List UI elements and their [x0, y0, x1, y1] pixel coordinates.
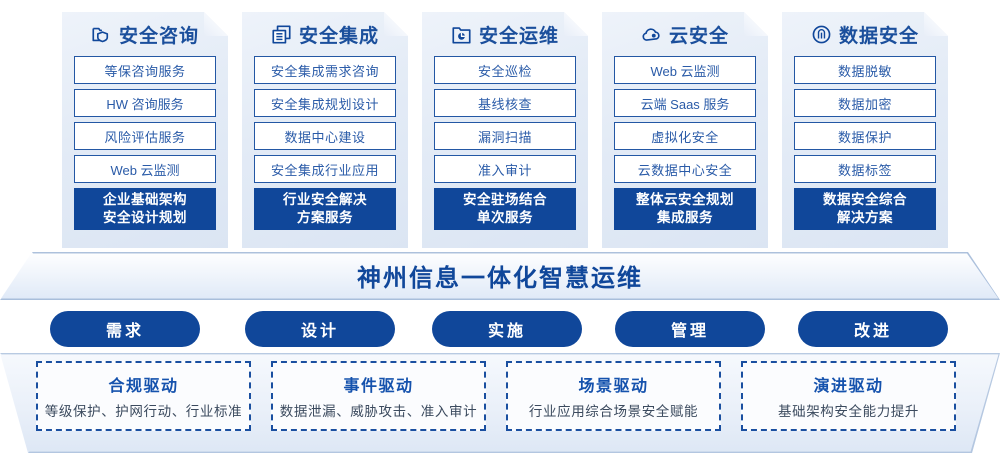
capability-highlight[interactable]: 数据安全综合 解决方案 — [794, 188, 936, 230]
highlight-line-1: 数据安全综合 — [823, 192, 907, 207]
capability-item[interactable]: 基线核查 — [434, 89, 576, 117]
cloud-icon — [641, 24, 662, 45]
capability-item[interactable]: 虚拟化安全 — [614, 122, 756, 150]
capability-highlight[interactable]: 整体云安全规划 集成服务 — [614, 188, 756, 230]
driver-panel: 合规驱动 等级保护、护网行动、行业标准 事件驱动 数据泄漏、威胁攻击、准入审计 … — [0, 353, 1000, 453]
capability-column-cloud-security[interactable]: 云安全 Web 云监测 云端 Saas 服务 虚拟化安全 云数据中心安全 整体云… — [602, 12, 768, 248]
driver-title: 演进驱动 — [813, 378, 884, 395]
capability-item[interactable]: 安全巡检 — [434, 56, 576, 84]
phase-pill-improvement[interactable]: 改进 — [798, 311, 948, 347]
column-title: 安全集成 — [298, 25, 379, 47]
banner-shape — [0, 252, 1000, 300]
highlight-line-1: 整体云安全规划 — [636, 192, 734, 207]
capability-item[interactable]: 数据标签 — [794, 155, 936, 183]
driver-subtitle: 行业应用综合场景安全赋能 — [528, 404, 699, 419]
column-title: 云安全 — [668, 25, 729, 47]
fingerprint-icon — [811, 24, 832, 45]
capability-highlight[interactable]: 行业安全解决 方案服务 — [254, 188, 396, 230]
capability-item[interactable]: 数据中心建设 — [254, 122, 396, 150]
column-header: 云安全 — [614, 12, 756, 56]
capability-item[interactable]: 云数据中心安全 — [614, 155, 756, 183]
column-title: 安全运维 — [478, 25, 559, 47]
driver-card-compliance[interactable]: 合规驱动 等级保护、护网行动、行业标准 — [36, 361, 251, 431]
highlight-line-2: 解决方案 — [837, 210, 893, 225]
phase-pill-management[interactable]: 管理 — [615, 311, 765, 347]
capability-column-data-security[interactable]: 数据安全 数据脱敏 数据加密 数据保护 数据标签 数据安全综合 解决方案 — [782, 12, 948, 248]
folder-shield-icon — [91, 24, 112, 45]
capability-item[interactable]: 准入审计 — [434, 155, 576, 183]
driver-card-scenario[interactable]: 场景驱动 行业应用综合场景安全赋能 — [506, 361, 721, 431]
capability-highlight[interactable]: 企业基础架构 安全设计规划 — [74, 188, 216, 230]
capability-item[interactable]: 安全集成需求咨询 — [254, 56, 396, 84]
driver-title: 场景驱动 — [578, 378, 649, 395]
highlight-line-1: 企业基础架构 — [103, 192, 187, 207]
column-header: 安全集成 — [254, 12, 396, 56]
capability-item[interactable]: 数据保护 — [794, 122, 936, 150]
phase-pill-requirements[interactable]: 需求 — [50, 311, 200, 347]
lifecycle-phases: 需求 设计 实施 管理 改进 — [0, 311, 1000, 347]
driver-subtitle: 基础架构安全能力提升 — [778, 404, 919, 419]
driver-title: 事件驱动 — [343, 378, 414, 395]
capability-highlight[interactable]: 安全驻场结合 单次服务 — [434, 188, 576, 230]
highlight-line-2: 集成服务 — [657, 210, 713, 225]
folder-chart-icon — [451, 24, 472, 45]
capability-item[interactable]: HW 咨询服务 — [74, 89, 216, 117]
highlight-line-1: 安全驻场结合 — [463, 192, 547, 207]
phase-pill-design[interactable]: 设计 — [245, 311, 395, 347]
capability-column-security-consulting[interactable]: 安全咨询 等保咨询服务 HW 咨询服务 风险评估服务 Web 云监测 企业基础架… — [62, 12, 228, 248]
highlight-line-2: 单次服务 — [477, 210, 533, 225]
driver-card-evolution[interactable]: 演进驱动 基础架构安全能力提升 — [741, 361, 956, 431]
capability-item[interactable]: 安全集成行业应用 — [254, 155, 396, 183]
driver-card-incident[interactable]: 事件驱动 数据泄漏、威胁攻击、准入审计 — [271, 361, 486, 431]
highlight-line-1: 行业安全解决 — [283, 192, 367, 207]
document-stack-icon — [271, 24, 292, 45]
driver-subtitle: 等级保护、护网行动、行业标准 — [44, 404, 243, 419]
column-header: 数据安全 — [794, 12, 936, 56]
highlight-line-2: 安全设计规划 — [103, 210, 187, 225]
capability-item[interactable]: 漏洞扫描 — [434, 122, 576, 150]
capability-columns: 安全咨询 等保咨询服务 HW 咨询服务 风险评估服务 Web 云监测 企业基础架… — [0, 12, 948, 250]
column-title: 数据安全 — [838, 25, 919, 47]
column-title: 安全咨询 — [118, 25, 199, 47]
column-header: 安全咨询 — [74, 12, 216, 56]
capability-column-security-operations[interactable]: 安全运维 安全巡检 基线核查 漏洞扫描 准入审计 安全驻场结合 单次服务 — [422, 12, 588, 248]
platform-banner: 神州信息一体化智慧运维 — [0, 252, 1000, 300]
capability-item[interactable]: Web 云监测 — [74, 155, 216, 183]
capability-item[interactable]: 等保咨询服务 — [74, 56, 216, 84]
capability-item[interactable]: 数据加密 — [794, 89, 936, 117]
capability-column-security-integration[interactable]: 安全集成 安全集成需求咨询 安全集成规划设计 数据中心建设 安全集成行业应用 行… — [242, 12, 408, 248]
phase-pill-implementation[interactable]: 实施 — [432, 311, 582, 347]
banner-title: 神州信息一体化智慧运维 — [357, 265, 643, 292]
capability-item[interactable]: 数据脱敏 — [794, 56, 936, 84]
capability-item[interactable]: Web 云监测 — [614, 56, 756, 84]
capability-item[interactable]: 云端 Saas 服务 — [614, 89, 756, 117]
column-header: 安全运维 — [434, 12, 576, 56]
capability-item[interactable]: 安全集成规划设计 — [254, 89, 396, 117]
driver-title: 合规驱动 — [108, 378, 179, 395]
driver-subtitle: 数据泄漏、威胁攻击、准入审计 — [279, 404, 478, 419]
driver-list: 合规驱动 等级保护、护网行动、行业标准 事件驱动 数据泄漏、威胁攻击、准入审计 … — [0, 353, 1000, 453]
highlight-line-2: 方案服务 — [297, 210, 353, 225]
capability-item[interactable]: 风险评估服务 — [74, 122, 216, 150]
